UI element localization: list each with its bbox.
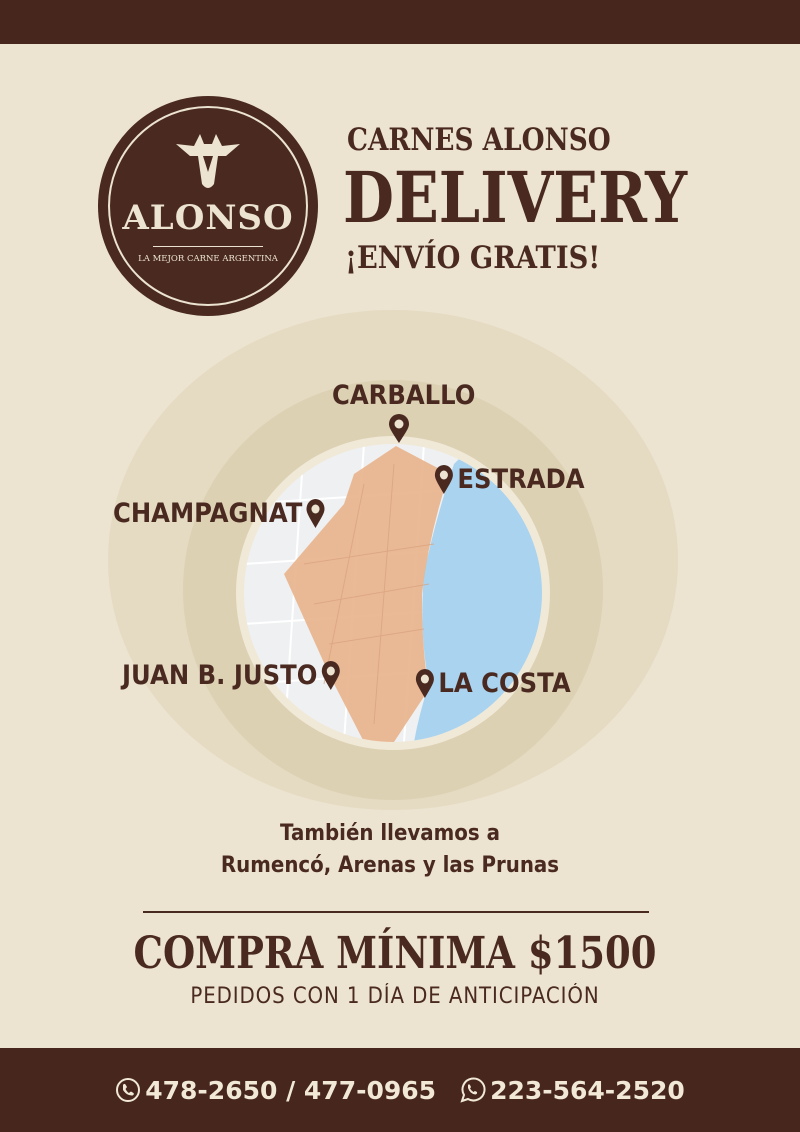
- minimum-purchase: COMPRA MÍNIMA $1500: [133, 928, 657, 979]
- map-pin-icon: [306, 498, 325, 528]
- location-la-costa: LA COSTA: [415, 668, 571, 699]
- map-pin-icon: [415, 668, 434, 698]
- location-carballo: CARBALLO: [332, 380, 475, 411]
- phone-numbers[interactable]: 478-2650 / 477-0965: [145, 1075, 437, 1105]
- location-label: CHAMPAGNAT: [113, 498, 303, 529]
- phone-contact: 478-2650 / 477-0965: [115, 1076, 436, 1105]
- phone-icon: [116, 1078, 141, 1102]
- contact-bar: 478-2650 / 477-0965 223-564-2520: [0, 1048, 800, 1132]
- brand-name: CARNES ALONSO: [347, 122, 611, 158]
- extra-areas-note: También llevamos a Rumencó, Arenas y las…: [39, 818, 741, 882]
- divider: [143, 911, 649, 913]
- logo-divider: [153, 246, 263, 247]
- logo-ring: [108, 106, 308, 306]
- logo-tagline: LA MEJOR CARNE ARGENTINA: [138, 254, 278, 264]
- whatsapp-number[interactable]: 223-564-2520: [490, 1075, 685, 1105]
- location-label: CARBALLO: [332, 380, 476, 411]
- location-label: ESTRADA: [457, 464, 585, 495]
- page-title: DELIVERY: [343, 156, 688, 239]
- free-shipping: ¡ENVÍO GRATIS!: [345, 240, 601, 276]
- top-bar: [0, 0, 800, 44]
- location-label: LA COSTA: [438, 668, 571, 699]
- whatsapp-contact: 223-564-2520: [458, 1076, 685, 1105]
- delivery-map: [236, 436, 550, 750]
- order-notice: PEDIDOS CON 1 DÍA DE ANTICIPACIÓN: [190, 984, 600, 1009]
- logo-name: ALONSO: [122, 198, 294, 238]
- logo: ALONSO LA MEJOR CARNE ARGENTINA: [98, 96, 318, 316]
- map-pin-icon: [434, 464, 453, 494]
- note-line-2: Rumencó, Arenas y las Prunas: [220, 853, 560, 878]
- location-champagnat: CHAMPAGNAT: [113, 498, 326, 529]
- map-pin-icon: [389, 414, 409, 443]
- whatsapp-icon: [460, 1077, 486, 1103]
- location-estrada: ESTRADA: [434, 464, 585, 495]
- location-label: JUAN B. JUSTO: [122, 660, 318, 691]
- note-line-1: También llevamos a: [280, 821, 500, 846]
- map-pin-icon: [321, 660, 340, 690]
- location-juan-b-justo: JUAN B. JUSTO: [122, 660, 341, 691]
- bull-head-icon: [176, 134, 240, 188]
